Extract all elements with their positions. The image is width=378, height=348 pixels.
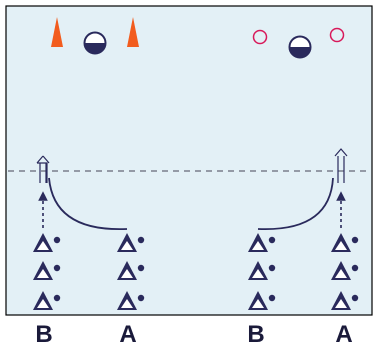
player-marker-group-a-left-1 xyxy=(117,233,145,252)
ball-icon-left xyxy=(83,31,107,55)
player-marker-group-b-left-2 xyxy=(33,261,61,280)
pass-curve-right xyxy=(257,177,334,230)
player-marker-group-b-left-3 xyxy=(33,291,61,310)
ball-icon-right xyxy=(288,35,312,59)
cone-marker-left-2 xyxy=(127,17,139,47)
player-marker-group-b-right-2 xyxy=(248,261,276,280)
player-marker-group-b-right-3 xyxy=(248,291,276,310)
double-arrow-right xyxy=(334,148,348,183)
player-marker-group-a-right-2 xyxy=(331,261,359,280)
player-marker-group-a-right-1 xyxy=(331,233,359,252)
player-marker-group-a-left-3 xyxy=(117,291,145,310)
player-marker-group-b-right-1 xyxy=(248,233,276,252)
group-label-a-right: A xyxy=(335,321,353,348)
player-marker-group-a-left-2 xyxy=(117,261,145,280)
player-marker-group-b-left-1 xyxy=(33,233,61,252)
ring-marker-right-1 xyxy=(252,29,268,45)
group-label-a-left: A xyxy=(119,321,137,348)
cone-marker-left-1 xyxy=(51,17,63,47)
double-arrow-left xyxy=(36,155,50,183)
player-marker-group-a-right-3 xyxy=(331,291,359,310)
pass-curve-left xyxy=(48,177,128,230)
field xyxy=(5,5,373,316)
group-label-b-left: B xyxy=(35,321,53,348)
players-layer xyxy=(33,233,359,310)
ring-marker-right-2 xyxy=(329,27,345,43)
group-label-b-right: B xyxy=(247,321,265,348)
